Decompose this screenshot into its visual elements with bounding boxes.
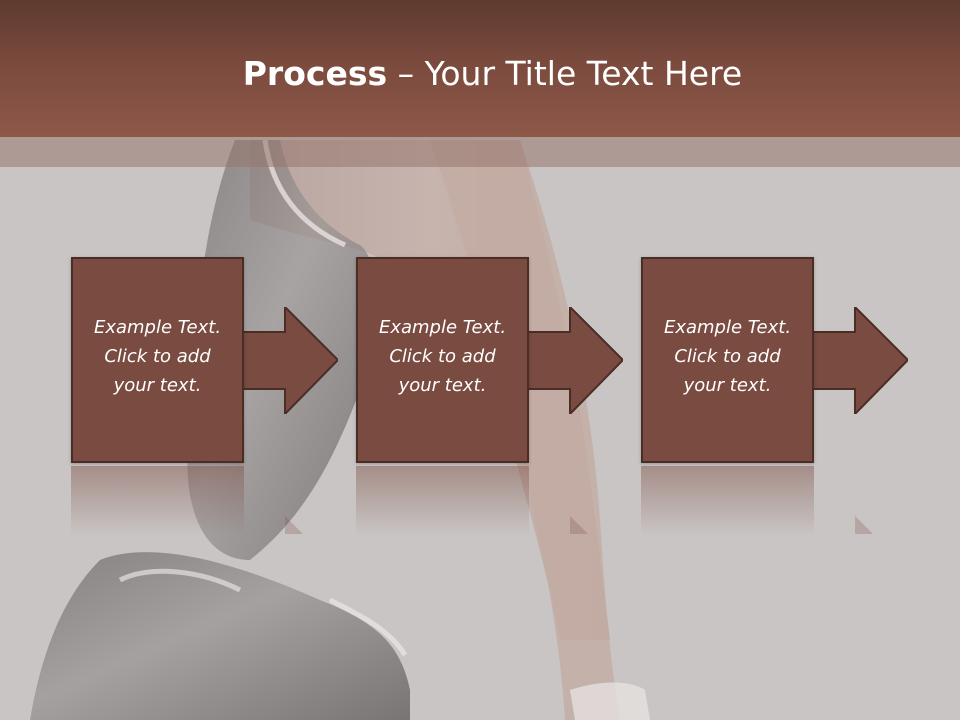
arrow-reflection [570, 516, 588, 534]
arrow-right-icon [243, 307, 338, 414]
title-rest-part: – Your Title Text Here [387, 54, 743, 93]
process-step-2-text: Example Text. Click to add your text. [378, 317, 507, 396]
process-step-3[interactable]: Example Text. Click to add your text. [641, 257, 814, 463]
process-step-1-reflection [71, 466, 244, 536]
arrow-reflection [855, 516, 873, 534]
title-bar [0, 0, 960, 137]
process-step-2[interactable]: Example Text. Click to add your text. [356, 257, 529, 463]
process-step-2-reflection [356, 466, 529, 536]
arrow-reflection [285, 516, 303, 534]
title-bold-part: Process [242, 54, 388, 93]
process-step-1-text: Example Text. Click to add your text. [93, 317, 222, 396]
process-step-1[interactable]: Example Text. Click to add your text. [71, 257, 244, 463]
title-band [0, 137, 960, 167]
slide-title[interactable]: Process – Your Title Text Here [0, 52, 960, 96]
process-step-3-reflection [641, 466, 814, 536]
arrow-right-icon [528, 307, 623, 414]
process-step-3-text: Example Text. Click to add your text. [663, 317, 792, 396]
arrow-right-icon [813, 307, 908, 414]
